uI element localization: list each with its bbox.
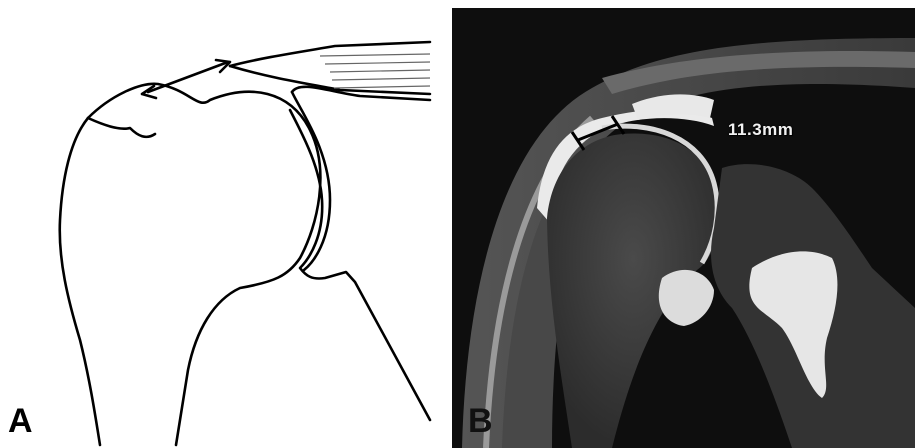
measurement-label: 11.3mm bbox=[728, 120, 793, 140]
glenoid-inner-line bbox=[292, 92, 330, 270]
panel-label-a: A bbox=[8, 404, 33, 438]
humeral-head-outline bbox=[88, 84, 320, 445]
panel-b-mri-image: 11.3mm bbox=[452, 8, 915, 448]
measurement-arrow-line bbox=[148, 62, 228, 92]
mri-shoulder-rendering bbox=[452, 8, 915, 448]
shoulder-schematic-drawing bbox=[0, 0, 450, 448]
panel-a-schematic: A bbox=[0, 0, 450, 448]
panel-label-b: B bbox=[468, 404, 493, 438]
anatomical-neck-notch bbox=[88, 118, 155, 137]
tendon-fibers bbox=[320, 54, 430, 88]
humerus-shaft-left bbox=[60, 118, 100, 445]
